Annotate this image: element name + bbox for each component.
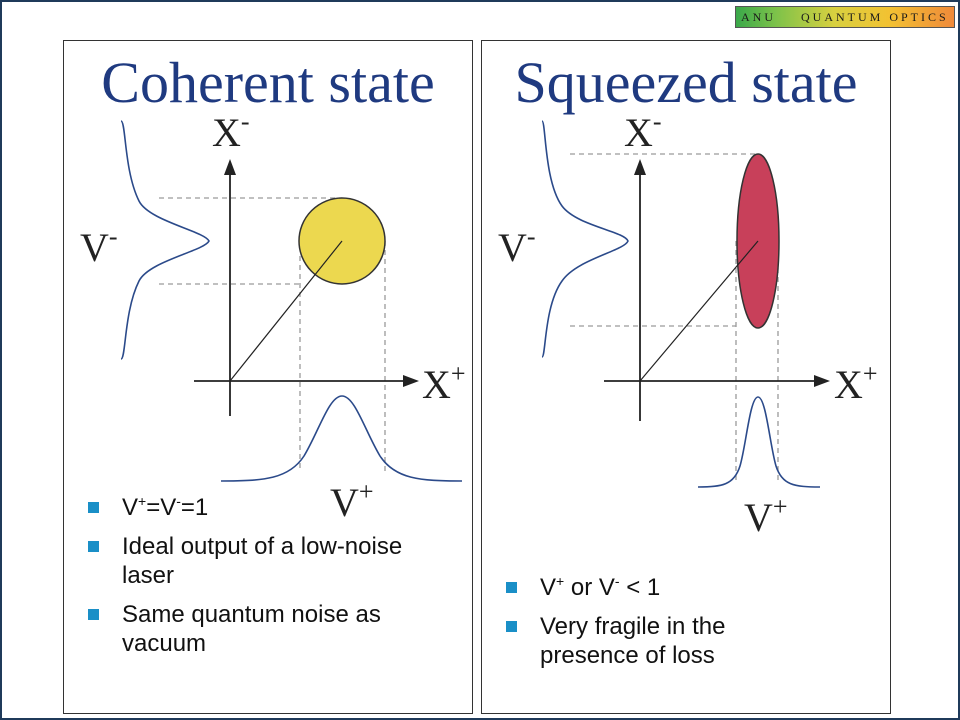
bullet-square-icon: [506, 582, 517, 593]
axis-x-plus-label: X+: [834, 359, 878, 407]
list-item: V+ or V- < 1: [506, 573, 826, 602]
list-item: Same quantum noise as vacuum: [88, 600, 428, 658]
axis-x-minus-label: X-: [624, 107, 662, 155]
bullet-square-icon: [88, 541, 99, 552]
x-axis-arrow: [814, 375, 830, 387]
anu-quantum-optics-logo: ANU QUANTUM OPTICS: [735, 6, 955, 28]
coherent-state-panel: Coherent state X- X+ V- V+ V+=V-=1 Ideal…: [63, 40, 473, 714]
guide-lines: [570, 153, 779, 481]
logo-anu-text: ANU: [741, 9, 776, 24]
v-minus-label: V-: [80, 222, 118, 270]
guide-lines: [159, 197, 386, 471]
bullet-square-icon: [88, 502, 99, 513]
axis-x-plus-label: X+: [422, 359, 466, 407]
list-item: V+=V-=1: [88, 493, 428, 522]
logo-quantum-optics-text: QUANTUM OPTICS: [801, 9, 949, 24]
axis-x-minus-label: X-: [212, 107, 250, 155]
v-plus-distribution: [697, 396, 821, 488]
v-plus-label: V+: [744, 492, 788, 540]
coherent-bullets: V+=V-=1 Ideal output of a low-noise lase…: [88, 493, 428, 668]
v-minus-distribution: [120, 120, 210, 360]
v-minus-distribution: [541, 120, 629, 358]
bullet-square-icon: [506, 621, 517, 632]
list-item: Very fragile in the presence of loss: [506, 612, 826, 670]
squeezed-bullets: V+ or V- < 1 Very fragile in the presenc…: [506, 573, 826, 680]
amplitude-vector: [229, 240, 343, 382]
coherent-state-title: Coherent state: [101, 50, 435, 115]
bullet-square-icon: [88, 609, 99, 620]
v-minus-label: V-: [498, 222, 536, 270]
v-plus-label: V+: [330, 477, 374, 525]
y-axis-arrow: [224, 159, 236, 175]
list-item: Ideal output of a low-noise laser: [88, 532, 428, 590]
squeezed-state-panel: Squeezed state X- X+ V- V+ V+ or V- < 1 …: [481, 40, 891, 714]
amplitude-vector: [639, 240, 759, 382]
x-axis-arrow: [403, 375, 419, 387]
squeezed-state-diagram: X- X+ V- V+: [498, 107, 878, 540]
squeezed-state-title: Squeezed state: [514, 50, 858, 115]
v-plus-distribution: [220, 395, 463, 482]
coherent-state-diagram: X- X+ V- V+: [80, 107, 466, 525]
y-axis-arrow: [634, 159, 646, 175]
